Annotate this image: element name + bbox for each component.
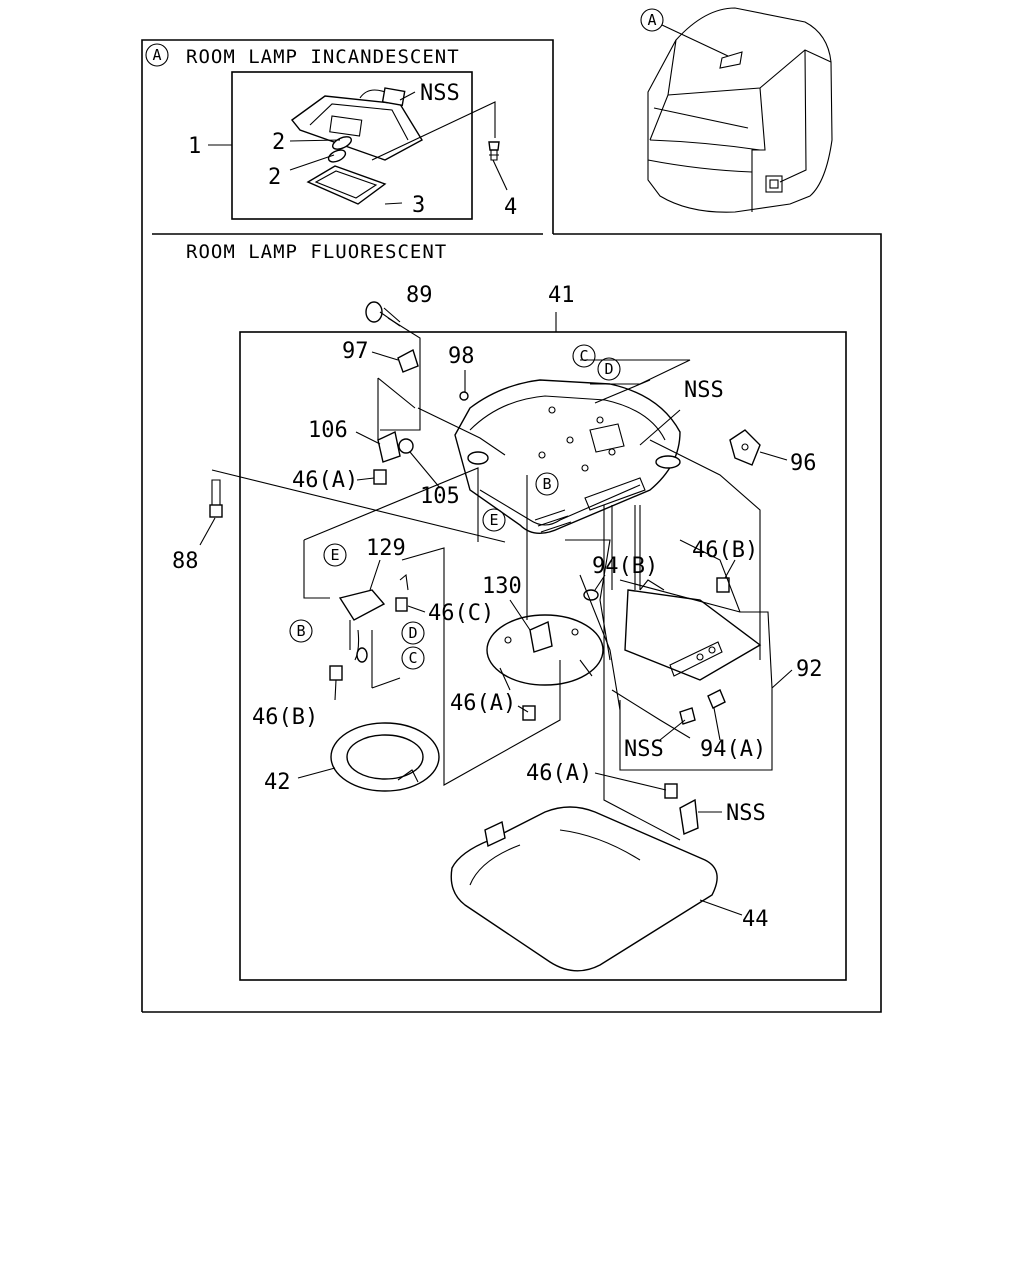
- lens-cover-44: [450, 806, 718, 972]
- ref-b-upper-label: B: [542, 475, 551, 493]
- vehicle-cab-illustration: [647, 7, 833, 213]
- screw-46b-left: [329, 665, 343, 681]
- callout-41: 41: [548, 283, 575, 308]
- ref-e-lower-label: E: [330, 546, 339, 564]
- section-a-marker-label: A: [152, 46, 161, 64]
- callout-46a-lower: 46(A): [526, 761, 592, 786]
- screw-46b-right: [716, 577, 730, 593]
- inverter-board-92: [624, 579, 762, 681]
- circular-tube-42: [330, 722, 440, 792]
- callout-88: 88: [172, 549, 199, 574]
- screw-88: [209, 479, 223, 518]
- callout-129: 129: [366, 536, 406, 561]
- reflector-130: [486, 614, 604, 691]
- ref-d-lower: D: [401, 621, 425, 645]
- clip-nss-low: [679, 707, 696, 725]
- fluorescent-main-housing: [454, 379, 681, 534]
- callout-2-lower: 2: [268, 165, 281, 190]
- incandescent-lens: [306, 165, 387, 205]
- callout-46b-right: 46(B): [692, 538, 758, 563]
- callout-92: 92: [796, 657, 823, 682]
- section-a-marker: A: [145, 43, 169, 67]
- callout-1: 1: [188, 134, 201, 159]
- callout-46a-upper: 46(A): [292, 468, 358, 493]
- callout-42: 42: [264, 770, 291, 795]
- vehicle-a-marker: A: [640, 8, 729, 57]
- callout-98: 98: [448, 344, 475, 369]
- incandescent-section-frame: [141, 39, 554, 1012]
- fluorescent-inner-frame: [239, 331, 847, 981]
- callout-94b: 94(B): [592, 554, 658, 579]
- callout-105: 105: [420, 484, 460, 509]
- callout-130: 130: [482, 574, 522, 599]
- callout-89: 89: [406, 283, 433, 308]
- fluorescent-title: ROOM LAMP FLUORESCENT: [186, 241, 447, 263]
- ref-d-lower-label: D: [408, 624, 417, 642]
- ref-b-lower-label: B: [296, 622, 305, 640]
- assembly-lines: [211, 317, 773, 841]
- screw-46c: [395, 597, 408, 612]
- callout-94a: 94(A): [700, 737, 766, 762]
- ref-c-upper-label: C: [579, 347, 588, 365]
- vehicle-a-marker-label: A: [647, 11, 656, 29]
- incandescent-title: ROOM LAMP INCANDESCENT: [186, 46, 460, 68]
- socket-bracket-129: [338, 573, 409, 663]
- fluorescent-section-frame: [142, 233, 882, 1013]
- callout-46a-mid: 46(A): [450, 691, 516, 716]
- callout-3: 3: [412, 193, 425, 218]
- ref-e-upper: E: [482, 508, 506, 532]
- ref-d-upper-label: D: [604, 360, 613, 378]
- callout-nss-bottom: NSS: [726, 801, 766, 826]
- callout-4: 4: [504, 195, 517, 220]
- callout-46b-left: 46(B): [252, 705, 318, 730]
- ref-b-upper: B: [535, 472, 559, 496]
- grommet-94a: [707, 689, 726, 709]
- incandescent-lamp-base: [290, 87, 423, 161]
- callout-nss-low: NSS: [624, 737, 664, 762]
- callout-leaders: [199, 91, 793, 916]
- callout-46c: 46(C): [428, 601, 494, 626]
- ref-e-upper-label: E: [489, 511, 498, 529]
- callout-nss-top: NSS: [420, 81, 460, 106]
- ref-c-lower-label: C: [408, 649, 417, 667]
- callout-97: 97: [342, 339, 369, 364]
- nut-98: [459, 391, 469, 401]
- ref-c-upper: C: [572, 344, 596, 368]
- incandescent-screw: [488, 141, 500, 161]
- callout-106: 106: [308, 418, 348, 443]
- callout-2-upper: 2: [272, 130, 285, 155]
- ref-b-lower: B: [289, 619, 313, 643]
- ref-d-upper: D: [597, 357, 621, 381]
- callout-44: 44: [742, 907, 769, 932]
- callout-nss-mid: NSS: [684, 378, 724, 403]
- bracket-96: [729, 429, 761, 466]
- clip-97: [397, 348, 419, 373]
- bracket-nss-bottom: [664, 783, 699, 835]
- bracket-106: [377, 430, 414, 463]
- ref-e-lower: E: [323, 543, 347, 567]
- ref-c-lower: C: [401, 646, 425, 670]
- screw-46a-mid: [522, 705, 536, 721]
- screw-46a-upper: [373, 469, 387, 485]
- callout-96: 96: [790, 451, 817, 476]
